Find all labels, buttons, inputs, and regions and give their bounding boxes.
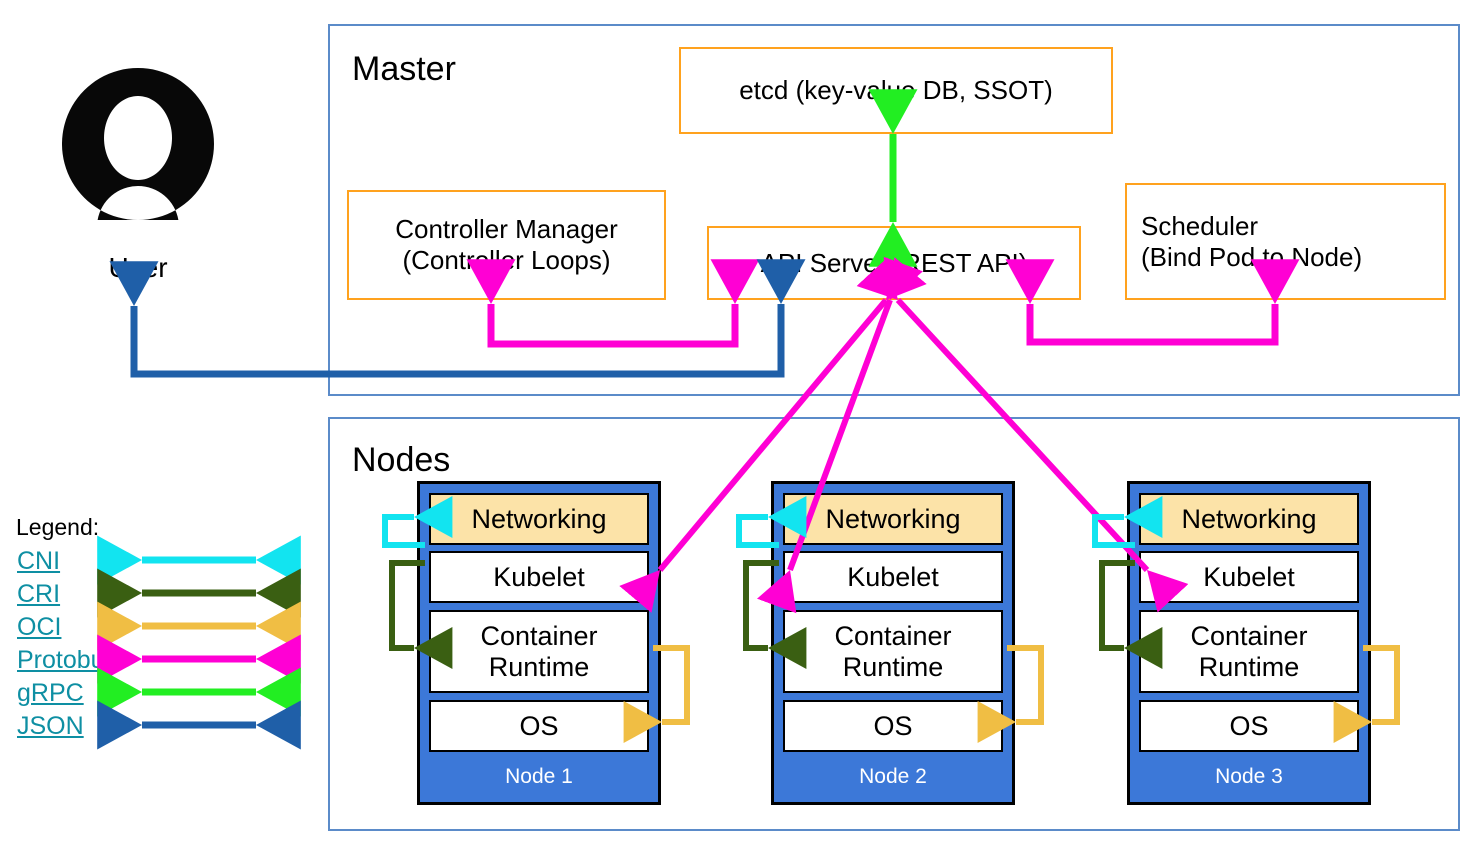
node-1-kubelet-slot[interactable]: Kubelet	[429, 551, 649, 603]
node-2-os-label: OS	[873, 710, 913, 741]
node-2-kubelet-label: Kubelet	[847, 561, 939, 592]
node-1-os-label: OS	[519, 710, 559, 741]
node-3-os-slot[interactable]: OS	[1139, 700, 1359, 752]
node-2-runtime-label-line2: Runtime	[842, 651, 944, 682]
controller-manager-box[interactable]: Controller Manager (Controller Loops)	[347, 190, 666, 300]
nodes-group-title: Nodes	[352, 441, 451, 479]
user-label: User	[108, 252, 168, 283]
legend-link-grpc[interactable]: gRPC	[17, 679, 84, 707]
node-3-networking-slot[interactable]: Networking	[1139, 493, 1359, 545]
api-server-label: API Server (REST API)	[760, 247, 1028, 278]
node-2-runtime-slot[interactable]: Container Runtime	[783, 610, 1003, 693]
legend-link-cri[interactable]: CRI	[17, 580, 61, 608]
node-3-networking-label: Networking	[1181, 503, 1317, 534]
legend-link-oci[interactable]: OCI	[17, 613, 62, 641]
node-3-os-label: OS	[1229, 710, 1269, 741]
node-1-networking-label: Networking	[471, 503, 607, 534]
scheduler-label-line2: (Bind Pod to Node)	[1141, 241, 1363, 272]
controller-manager-label-line1: Controller Manager	[395, 214, 618, 245]
legend-link-cni[interactable]: CNI	[17, 547, 61, 575]
node-3-kubelet-label: Kubelet	[1203, 561, 1295, 592]
etcd-label: etcd (key-value DB, SSOT)	[739, 75, 1053, 106]
node-1-runtime-label-line2: Runtime	[488, 651, 590, 682]
node-2-name-label: Node 2	[859, 765, 927, 788]
master-group-title: Master	[352, 50, 456, 88]
legend-title: Legend:	[16, 514, 100, 540]
node-3-runtime-label-line1: Container	[1190, 621, 1308, 652]
node-card-1[interactable]: Networking Kubelet Container Runtime OS …	[417, 481, 661, 805]
node-1-os-slot[interactable]: OS	[429, 700, 649, 752]
node-1-runtime-slot[interactable]: Container Runtime	[429, 610, 649, 693]
user-avatar-icon	[61, 68, 214, 220]
scheduler-label-line1: Scheduler	[1141, 210, 1259, 241]
node-1-runtime-label-line1: Container	[480, 621, 598, 652]
etcd-box[interactable]: etcd (key-value DB, SSOT)	[679, 47, 1113, 134]
node-2-runtime-label-line1: Container	[834, 621, 952, 652]
node-2-networking-slot[interactable]: Networking	[783, 493, 1003, 545]
legend-link-protobuf[interactable]: Protobuf	[17, 646, 112, 674]
node-card-3[interactable]: Networking Kubelet Container Runtime OS …	[1127, 481, 1371, 805]
node-3-runtime-label-line2: Runtime	[1198, 651, 1300, 682]
node-1-networking-slot[interactable]: Networking	[429, 493, 649, 545]
node-1-name-label: Node 1	[505, 765, 573, 788]
legend-link-json[interactable]: JSON	[17, 712, 84, 740]
node-2-networking-label: Networking	[825, 503, 961, 534]
node-1-kubelet-label: Kubelet	[493, 561, 585, 592]
controller-manager-label-line2: (Controller Loops)	[402, 245, 611, 275]
node-card-2[interactable]: Networking Kubelet Container Runtime OS …	[771, 481, 1015, 805]
node-2-kubelet-slot[interactable]: Kubelet	[783, 551, 1003, 603]
scheduler-box[interactable]: Scheduler (Bind Pod to Node)	[1125, 183, 1446, 300]
api-server-box[interactable]: API Server (REST API)	[707, 226, 1081, 300]
node-3-name-label: Node 3	[1215, 765, 1283, 788]
node-2-os-slot[interactable]: OS	[783, 700, 1003, 752]
node-3-kubelet-slot[interactable]: Kubelet	[1139, 551, 1359, 603]
node-3-runtime-slot[interactable]: Container Runtime	[1139, 610, 1359, 693]
